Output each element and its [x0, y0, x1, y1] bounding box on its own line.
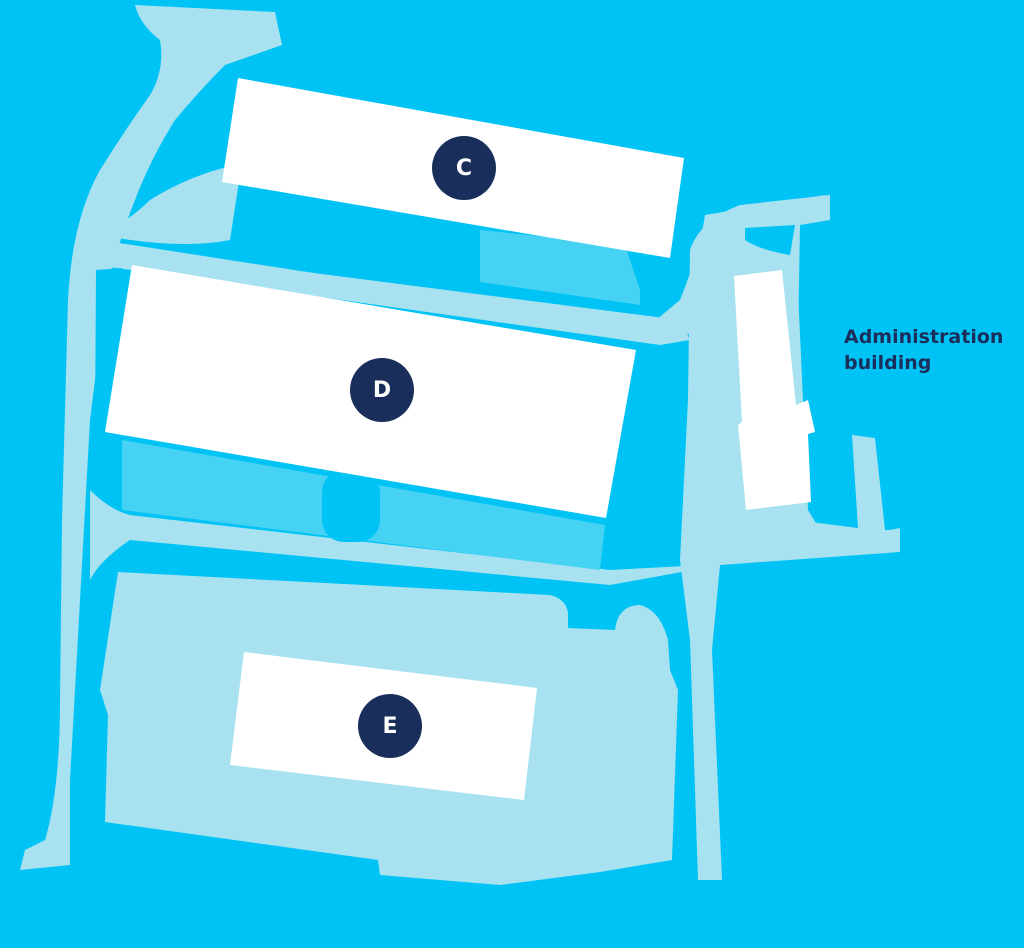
island-6 — [95, 438, 122, 498]
building-admin[interactable] — [734, 270, 815, 510]
islands — [95, 195, 795, 542]
road-d-e — [90, 490, 900, 585]
island-1 — [300, 195, 318, 243]
parking-c — [480, 230, 640, 305]
building-e-marker[interactable]: E — [358, 694, 422, 758]
building-e-label: E — [382, 713, 398, 739]
administration-building-label: Administration building — [844, 324, 1003, 376]
island-7 — [745, 225, 795, 255]
island-4 — [322, 470, 380, 542]
road-west — [20, 5, 282, 870]
administration-label-line2: building — [844, 352, 932, 374]
island-5 — [95, 268, 122, 430]
building-c-marker[interactable]: C — [432, 136, 496, 200]
building-d-label: D — [372, 377, 392, 403]
road-c-d-strip — [95, 245, 690, 345]
administration-label-line1: Administration — [844, 326, 1004, 348]
island-2 — [343, 198, 361, 250]
building-d-marker[interactable]: D — [350, 358, 414, 422]
building-c-label: C — [455, 155, 473, 181]
